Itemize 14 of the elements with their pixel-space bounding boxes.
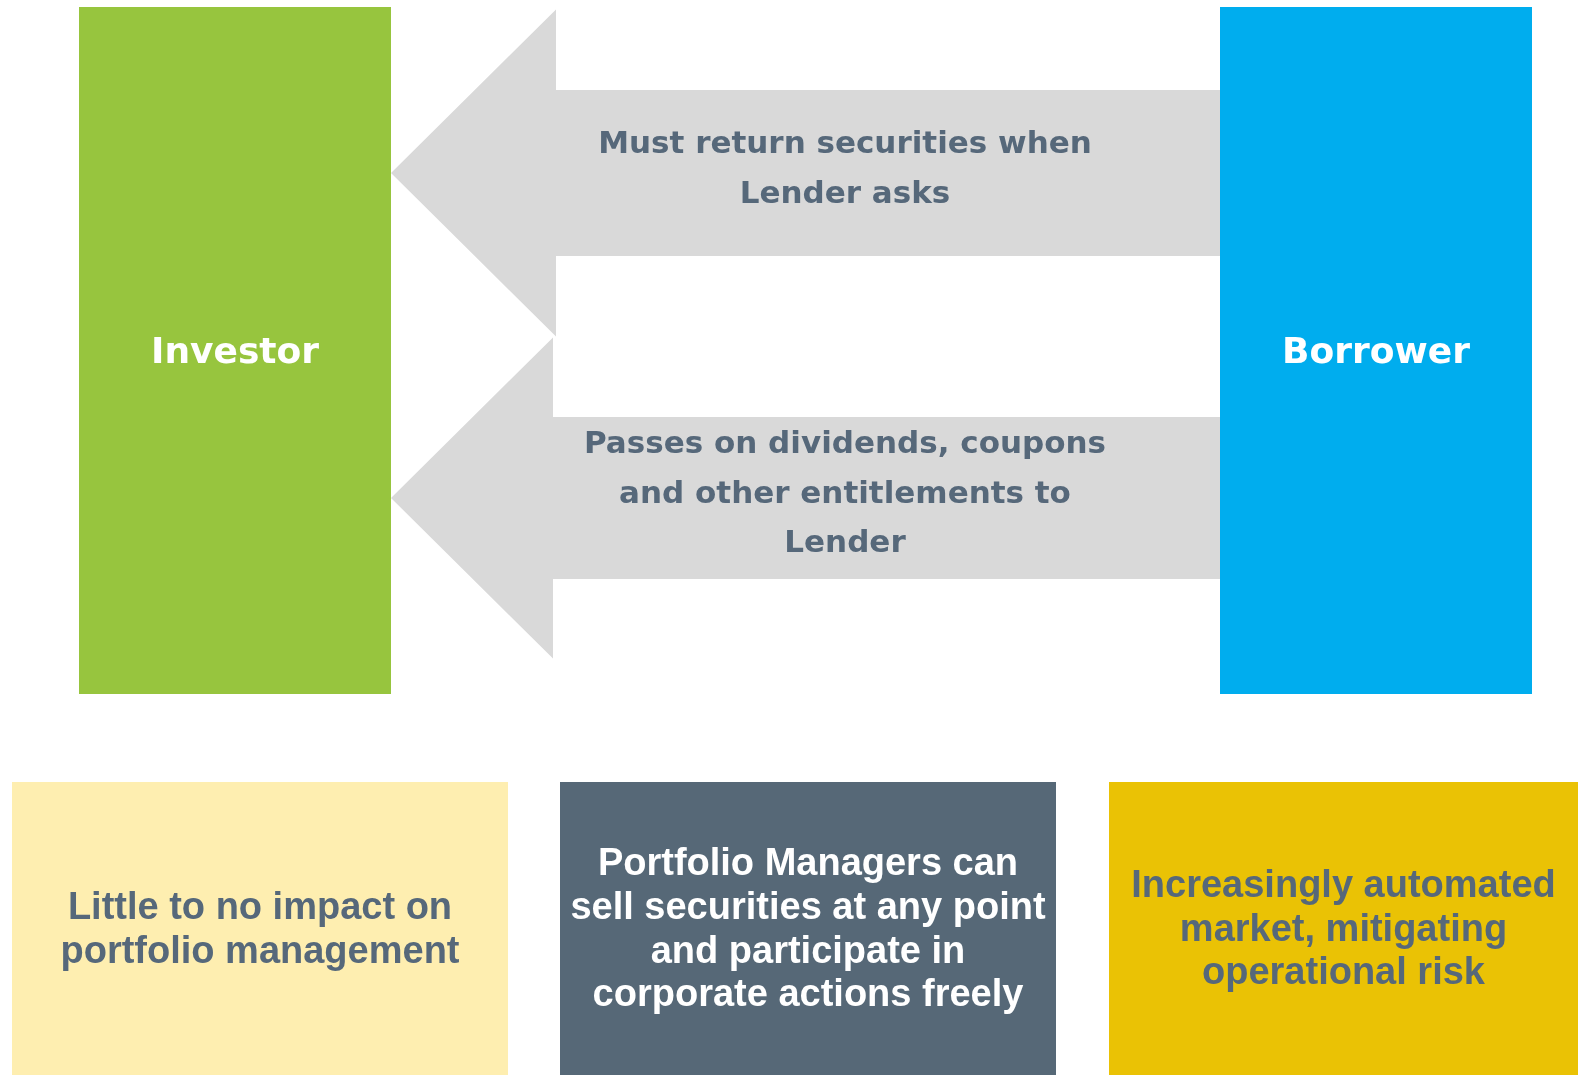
party-label: Investor [151,330,319,371]
edge-label: Passes on dividends, coupons and other entitlements to Lender [582,423,1107,562]
edge-label: Must return securities when Lender asks [597,123,1093,212]
info-card [560,782,1056,1075]
block-arrow [391,337,1220,659]
info-card [12,782,508,1075]
party-label: Borrower [1282,330,1470,371]
card-text: Little to no impact on portfolio management [59,884,461,973]
card-text: Portfolio Managers can sell securities at any point and participate in corporate actions freely [570,841,1046,1016]
borrower-box [1220,7,1532,694]
info-card [1109,782,1578,1075]
investor-box [79,7,391,694]
card-text: Increasingly automated market, mitigating operational risk [1130,862,1557,995]
block-arrow [391,9,1220,337]
